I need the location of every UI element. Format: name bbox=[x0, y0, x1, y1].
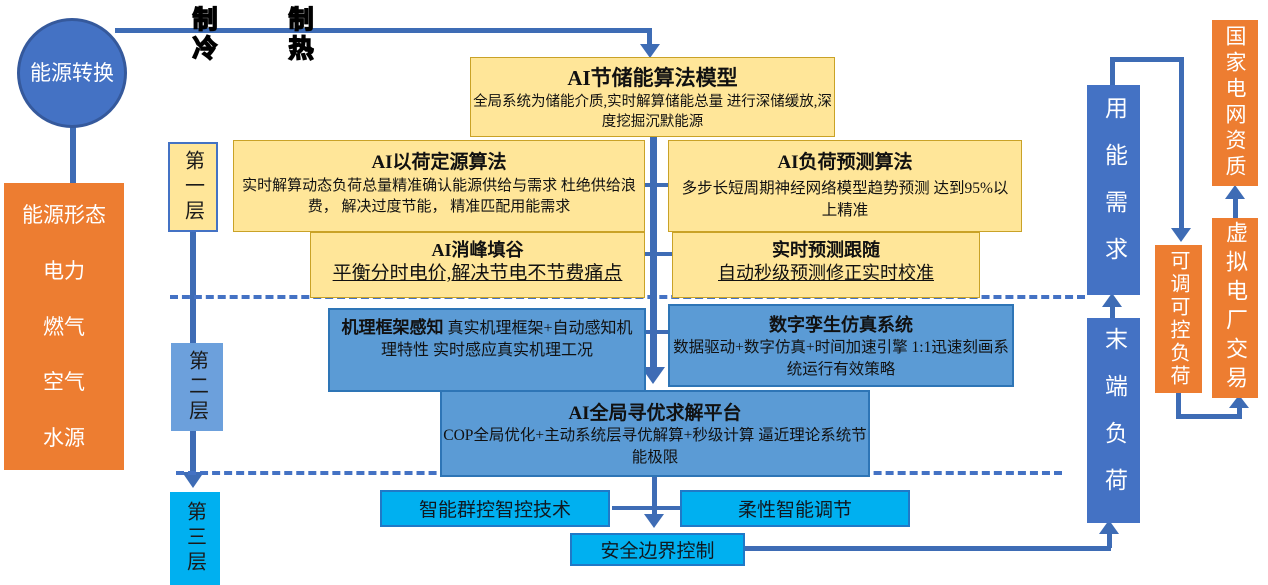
group-control-label: 智能群控智控技术 bbox=[418, 500, 571, 521]
terminal-load-label: 末端负荷 bbox=[1101, 326, 1127, 515]
connector-demand-over bbox=[1110, 57, 1184, 62]
cooling-label-wrap: 制冷 bbox=[184, 5, 218, 74]
load-defined-source-body: 实时解算动态负荷总量精准确认能源供给与需求 杜绝供给浪费， 解决过度节能， 精准… bbox=[242, 178, 636, 215]
heating-label: 制热 bbox=[284, 5, 313, 65]
arrow-into-grid-qualification bbox=[1225, 185, 1245, 199]
load-forecast-box: AI负荷预测算法 多步长短周期神经网络模型趋势预测 达到95%以上精准 bbox=[668, 140, 1022, 232]
adjustable-load-box: 可调可控负荷 bbox=[1155, 245, 1202, 393]
connector-layer1-layer2 bbox=[190, 232, 196, 343]
mechanism-sensing-title: 机理框架感知 bbox=[341, 318, 444, 337]
connector-vpp-riser bbox=[1237, 408, 1242, 419]
connector-top-horizontal bbox=[115, 28, 652, 33]
connector-layer2-layer3 bbox=[190, 431, 196, 475]
connector-top-drop bbox=[647, 28, 652, 45]
flexible-adjust-label: 柔性智能调节 bbox=[737, 500, 852, 521]
safety-boundary-box: 安全边界控制 bbox=[570, 533, 745, 566]
energy-form-item: 电力 bbox=[43, 258, 85, 283]
load-defined-source-box: AI以荷定源算法 实时解算动态负荷总量精准确认能源供给与需求 杜绝供给浪费， 解… bbox=[233, 140, 645, 232]
arrow-into-terminal-load bbox=[1099, 520, 1119, 534]
realtime-follow-title: 实时预测跟随 bbox=[772, 240, 880, 260]
realtime-follow-box: 实时预测跟随 自动秒级预测修正实时校准 bbox=[672, 232, 980, 298]
energy-forms-box: 能源形态 电力 燃气 空气 水源 bbox=[4, 183, 124, 470]
arrow-into-energy-demand bbox=[1102, 293, 1122, 307]
safety-boundary-label: 安全边界控制 bbox=[600, 541, 715, 562]
energy-form-item: 燃气 bbox=[43, 314, 85, 339]
cooling-label: 制冷 bbox=[188, 5, 217, 65]
vpp-trading-box: 虚拟电厂交易 bbox=[1212, 218, 1258, 398]
layer-2-label: 第二层 bbox=[171, 343, 223, 431]
connector-center-column bbox=[650, 137, 657, 370]
energy-conversion-label: 能源转换 bbox=[30, 60, 114, 85]
group-control-box: 智能群控智控技术 bbox=[380, 490, 610, 527]
load-forecast-body: 多步长短周期神经网络模型趋势预测 达到95%以上精准 bbox=[681, 180, 1009, 219]
layer-1-label: 第一层 bbox=[168, 142, 218, 232]
arrow-into-adjustable-load bbox=[1171, 228, 1191, 242]
global-optimization-body: COP全局优化+主动系统层寻优解算+秒级计算 逼近理论系统节能极限 bbox=[443, 427, 867, 466]
connector-global-opt-down bbox=[652, 477, 657, 517]
arrow-into-global-opt bbox=[641, 367, 665, 384]
adjustable-load-label: 可调可控负荷 bbox=[1167, 250, 1189, 388]
peak-shaving-body: 平衡分时电价,解决节电不节费痛点 bbox=[332, 263, 623, 284]
connector-safety-to-terminal bbox=[745, 546, 1111, 551]
connector-vpp-to-grid bbox=[1233, 198, 1238, 218]
load-defined-source-title: AI以荷定源算法 bbox=[371, 152, 507, 173]
terminal-load-box: 末端负荷 bbox=[1087, 318, 1140, 523]
ai-storage-model-box: AI节储能算法模型 全局系统为储能介质,实时解算储能总量 进行深储缓放,深度挖掘… bbox=[470, 57, 835, 137]
arrow-into-storage-model bbox=[640, 44, 660, 58]
realtime-follow-body: 自动秒级预测修正实时校准 bbox=[718, 263, 934, 283]
energy-form-item: 水源 bbox=[43, 426, 85, 450]
connector-demand-down bbox=[1179, 57, 1184, 229]
arrow-into-layer3 bbox=[182, 472, 204, 488]
ai-storage-model-title: AI节储能算法模型 bbox=[567, 66, 738, 90]
grid-qualification-box: 国家电网资质 bbox=[1212, 20, 1258, 186]
connector-demand-up bbox=[1110, 57, 1115, 85]
connector-terminal-to-demand bbox=[1110, 305, 1115, 318]
mechanism-sensing-body: 真实机理框架+自动感知机理特性 实时感应真实机理工况 bbox=[380, 320, 633, 360]
energy-forms-title: 能源形态 bbox=[22, 203, 106, 227]
digital-twin-title: 数字孪生仿真系统 bbox=[769, 315, 913, 335]
global-optimization-title: AI全局寻优求解平台 bbox=[568, 403, 742, 424]
load-forecast-title: AI负荷预测算法 bbox=[777, 152, 913, 173]
energy-form-item: 空气 bbox=[43, 370, 85, 395]
global-optimization-box: AI全局寻优求解平台 COP全局优化+主动系统层寻优解算+秒级计算 逼近理论系统… bbox=[440, 390, 870, 477]
digital-twin-body: 数据驱动+数字仿真+时间加速引擎 1:1迅速刻画系统运行有效策略 bbox=[673, 339, 1009, 378]
arrow-into-safety-boundary bbox=[644, 514, 664, 528]
connector-adjustable-over bbox=[1176, 414, 1242, 419]
peak-shaving-title: AI消峰填谷 bbox=[431, 240, 524, 260]
connector-cyan-crossbar bbox=[612, 506, 680, 510]
energy-demand-box: 用能需求 bbox=[1087, 85, 1140, 295]
mechanism-sensing-box: 机理框架感知 真实机理框架+自动感知机理特性 实时感应真实机理工况 bbox=[328, 308, 646, 392]
grid-qualification-label: 国家电网资质 bbox=[1223, 25, 1247, 181]
connector-circle-to-forms bbox=[70, 126, 76, 183]
peak-shaving-box: AI消峰填谷 平衡分时电价,解决节电不节费痛点 bbox=[310, 232, 645, 298]
energy-demand-label: 用能需求 bbox=[1101, 96, 1127, 284]
heating-label-wrap: 制热 bbox=[280, 5, 314, 74]
connector-terminal-riser bbox=[1107, 534, 1112, 548]
connector-adjustable-down bbox=[1176, 393, 1181, 419]
digital-twin-box: 数字孪生仿真系统 数据驱动+数字仿真+时间加速引擎 1:1迅速刻画系统运行有效策… bbox=[668, 304, 1014, 387]
vpp-trading-label: 虚拟电厂交易 bbox=[1223, 221, 1248, 395]
ai-storage-model-body: 全局系统为储能介质,实时解算储能总量 进行深储缓放,深度挖掘沉默能源 bbox=[473, 94, 832, 131]
arrow-into-vpp-trading bbox=[1229, 395, 1249, 408]
energy-conversion-node: 能源转换 bbox=[17, 18, 127, 128]
flexible-adjust-box: 柔性智能调节 bbox=[680, 490, 910, 527]
layer-3-label: 第三层 bbox=[170, 492, 220, 585]
